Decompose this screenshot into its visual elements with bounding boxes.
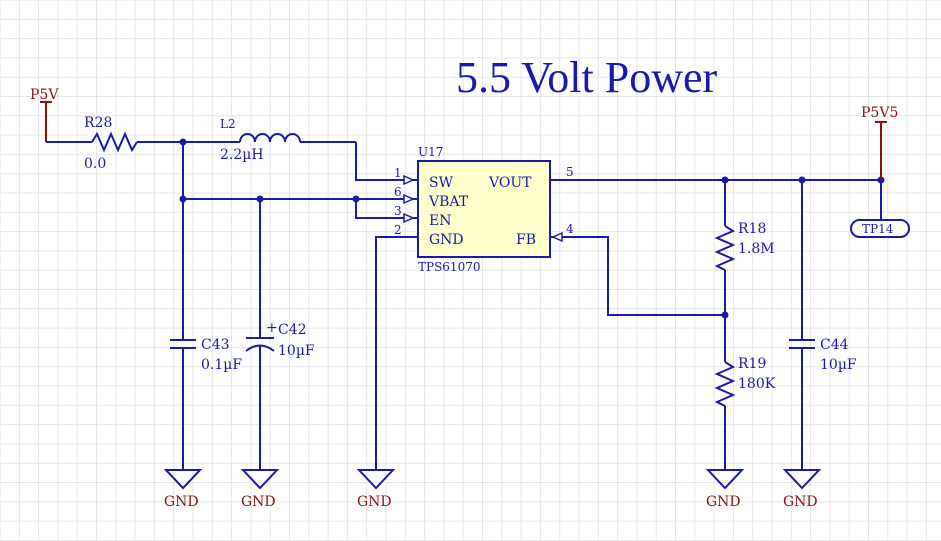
- pin-name-en: EN: [429, 213, 451, 229]
- junction-dot: [256, 195, 264, 203]
- pin-num-fb: 4: [566, 222, 574, 236]
- wire-en: [355, 199, 400, 219]
- gnd-label: GND: [357, 494, 392, 510]
- resistor-r28: R28 0.0: [46, 115, 183, 172]
- capacitor-c44: C44 10µF: [789, 180, 857, 470]
- gnd-symbol: GND: [240, 469, 280, 510]
- pin-num-vout: 5: [566, 165, 574, 179]
- l2-value: 2.2µH: [220, 147, 264, 163]
- pin-name-sw: SW: [429, 175, 454, 191]
- capacitor-c42: + C42 10µF: [245, 199, 315, 470]
- gnd-label: GND: [241, 494, 276, 510]
- pin-name-fb: FB: [516, 232, 536, 248]
- c42-polarity-plus: +: [266, 320, 278, 336]
- p5v-label: P5V: [30, 87, 59, 103]
- p5v5-port: P5V5: [861, 105, 898, 180]
- c44-value: 10µF: [820, 357, 857, 373]
- schematic-title: 5.5 Volt Power: [456, 53, 718, 102]
- r18-value: 1.8M: [738, 241, 775, 257]
- pin-name-vout: VOUT: [488, 175, 532, 191]
- gnd-symbol: GND: [163, 469, 203, 510]
- pin-name-vbat: VBAT: [428, 194, 469, 210]
- r19-ref: R19: [738, 356, 766, 372]
- gnd-symbol: GND: [356, 469, 396, 510]
- wire-sw: [355, 142, 400, 181]
- junction-dot: [179, 195, 187, 203]
- l2-ref: L2: [220, 117, 236, 131]
- c42-value: 10µF: [278, 343, 315, 359]
- inductor-l2: L2 2.2µH: [183, 117, 356, 163]
- gnd-label: GND: [706, 494, 741, 510]
- c43-ref: C43: [201, 337, 230, 353]
- gnd-symbol: GND: [782, 469, 822, 510]
- tp14-ref: TP14: [862, 222, 894, 236]
- r18-ref: R18: [738, 221, 766, 237]
- junction-dot: [179, 138, 187, 146]
- capacitor-c43: C43 0.1µF: [170, 337, 242, 470]
- pin-num-vbat: 6: [394, 185, 402, 199]
- c44-ref: C44: [820, 337, 849, 353]
- pin-num-gnd: 2: [394, 223, 402, 237]
- c42-ref: C42: [278, 322, 307, 338]
- gnd-label: GND: [783, 494, 818, 510]
- wire-fb: [570, 236, 725, 316]
- testpoint-tp14: TP14: [850, 180, 910, 238]
- c43-value: 0.1µF: [201, 357, 242, 373]
- p5v-port: P5V: [30, 87, 59, 142]
- wire-gnd-ic: [375, 236, 400, 470]
- p5v5-label: P5V5: [861, 105, 898, 121]
- r28-ref: R28: [84, 115, 112, 131]
- r28-value: 0.0: [84, 156, 106, 172]
- r19-value: 180K: [738, 376, 776, 392]
- gnd-label: GND: [164, 494, 199, 510]
- pin-num-en: 3: [394, 204, 402, 218]
- pin-num-sw: 1: [394, 166, 402, 180]
- u17-part: TPS61070: [418, 260, 480, 274]
- pin-name-gnd: GND: [429, 232, 464, 248]
- ic-u17: U17 TPS61070 1 6 3 2 SW VBAT EN GND VOUT…: [394, 145, 574, 274]
- resistor-r18: R18 1.8M: [714, 180, 775, 345]
- gnd-symbol: GND: [705, 469, 745, 510]
- resistor-r19: R19 180K: [714, 345, 776, 470]
- u17-ref: U17: [418, 145, 443, 159]
- junction-dot: [352, 195, 360, 203]
